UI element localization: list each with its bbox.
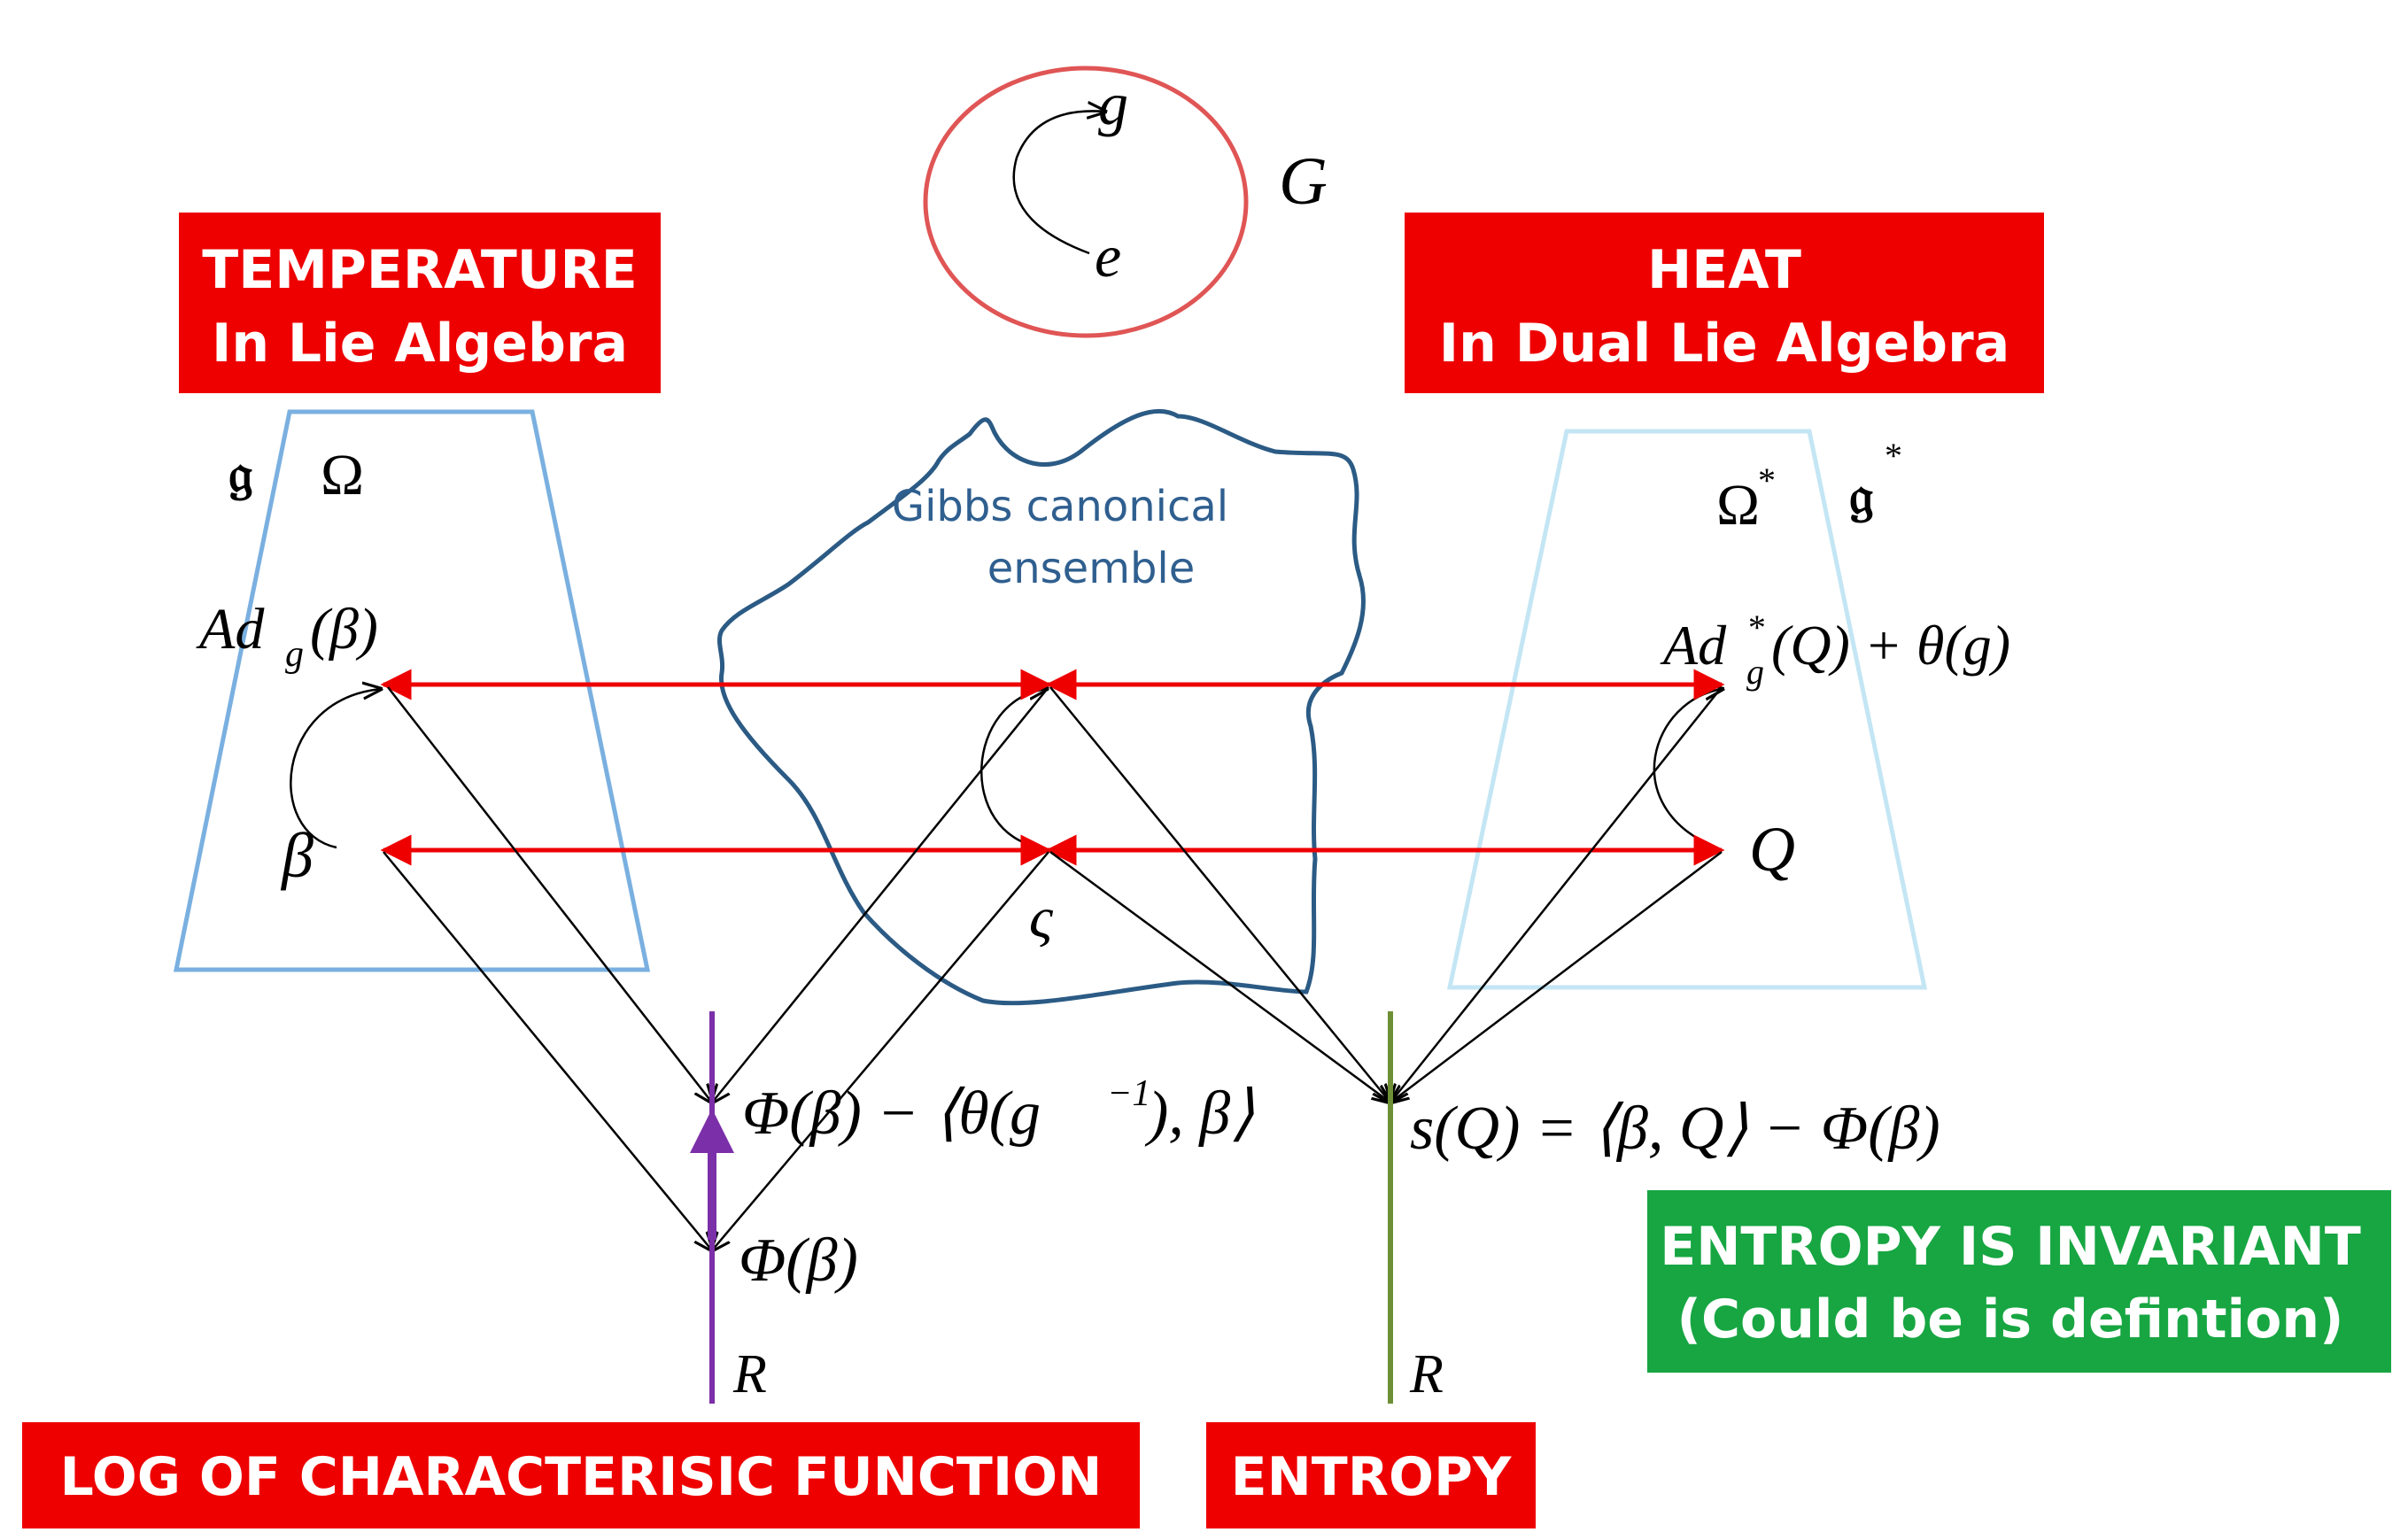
lie-group-circle: g e G: [923, 66, 1328, 338]
mapping-arrows: [383, 686, 1723, 1250]
phi-shift-formula: Φ(β) − ⟨θ(g −1 ), β⟩: [742, 1073, 1254, 1148]
heat-subtitle: In Dual Lie Algebra: [1439, 313, 2009, 375]
entropy-box: ENTROPY: [1206, 1422, 1536, 1528]
heat-box: HEAT In Dual Lie Algebra: [1405, 213, 2044, 393]
ad-star-rest: (Q) + θ(g): [1771, 614, 2010, 677]
temperature-box: TEMPERATURE In Lie Algebra: [179, 213, 661, 393]
ad-star-label: Ad * g (Q) + θ(g): [1660, 607, 2010, 692]
dual-lie-algebra-trapezoid: [1446, 429, 1928, 990]
R-left-label: R: [732, 1344, 767, 1405]
dual-frak-label: 𝔤: [1849, 466, 1874, 526]
lie-algebra-trapezoid: [173, 409, 651, 972]
invariant-subtitle: (Could be is defintion): [1677, 1288, 2344, 1350]
middle-action-curve: [979, 689, 1047, 849]
R-right-label: R: [1409, 1344, 1444, 1405]
temperature-subtitle: In Lie Algebra: [212, 313, 628, 375]
arrow-varsigma-top-to-entropy: [1049, 686, 1390, 1103]
omega-star-label: Ω: [1716, 473, 1760, 538]
dual-frak-sup: *: [1885, 436, 1902, 476]
lie-algebra-region: 𝔤 Ω: [173, 409, 651, 972]
group-G-label: G: [1279, 144, 1328, 219]
gibbs-label-line2: ensemble: [987, 544, 1196, 593]
ad-g-beta-sub: g: [285, 634, 304, 675]
phi-formula: Φ(β): [739, 1227, 858, 1295]
log-char-label: LOG OF CHARACTERISIC FUNCTION: [60, 1446, 1103, 1508]
log-char-box: LOG OF CHARACTERISIC FUNCTION: [22, 1422, 1140, 1528]
dual-lie-algebra-region: Ω * 𝔤 *: [1446, 429, 1928, 990]
entropy-label: ENTROPY: [1231, 1446, 1513, 1508]
invariant-box: ENTROPY IS INVARIANT (Could be is defint…: [1647, 1190, 2391, 1373]
gibbs-ensemble-cloud: Gibbs canonical ensemble: [716, 408, 1366, 1006]
omega-label: Ω: [321, 443, 364, 507]
varsigma-label: ς: [1029, 886, 1054, 950]
right-action-curve: [1653, 689, 1723, 849]
invariant-title: ENTROPY IS INVARIANT: [1660, 1216, 2361, 1278]
arrow-varsigma-top-to-phishift: [712, 686, 1049, 1103]
ad-g-beta-main: Ad: [196, 597, 265, 662]
ad-star-sup: *: [1746, 607, 1764, 647]
phi-shift-main: Φ(β) − ⟨θ(g: [742, 1080, 1041, 1148]
heat-title: HEAT: [1647, 239, 1801, 301]
ad-star-sub: g: [1746, 652, 1764, 692]
arrow-varsigma-to-phi: [712, 851, 1049, 1250]
entropy-formula: s(Q) = ⟨β, Q⟩ − Φ(β): [1410, 1095, 1940, 1163]
arrow-beta-to-phi: [383, 851, 712, 1250]
g-label: g: [1098, 70, 1128, 137]
group-action-arrow: [1012, 111, 1105, 255]
omega-star-sup: *: [1758, 460, 1776, 500]
ad-g-beta-arg: (β): [310, 597, 378, 662]
arrow-adstar-to-entropy: [1390, 686, 1723, 1103]
left-action-curve: [290, 689, 381, 849]
Q-label: Q: [1749, 814, 1795, 885]
ad-beta-label: Ad g (β): [196, 597, 378, 675]
gibbs-label-line1: Gibbs canonical: [892, 482, 1228, 531]
arrow-varsigma-to-entropy: [1049, 850, 1390, 1103]
arrow-adbeta-to-phishift: [387, 686, 712, 1103]
e-label: e: [1095, 222, 1121, 290]
temperature-title: TEMPERATURE: [202, 239, 637, 301]
gibbs-cloud-outline: [716, 408, 1366, 1006]
phi-shift-end: ), β⟩: [1144, 1080, 1254, 1148]
lie-algebra-frak-label: 𝔤: [228, 444, 253, 504]
phi-shift-sup: −1: [1107, 1073, 1150, 1114]
arrow-Q-to-entropy: [1390, 851, 1723, 1103]
group-circle-outline: [923, 66, 1249, 338]
ad-star-main: Ad: [1660, 614, 1727, 677]
